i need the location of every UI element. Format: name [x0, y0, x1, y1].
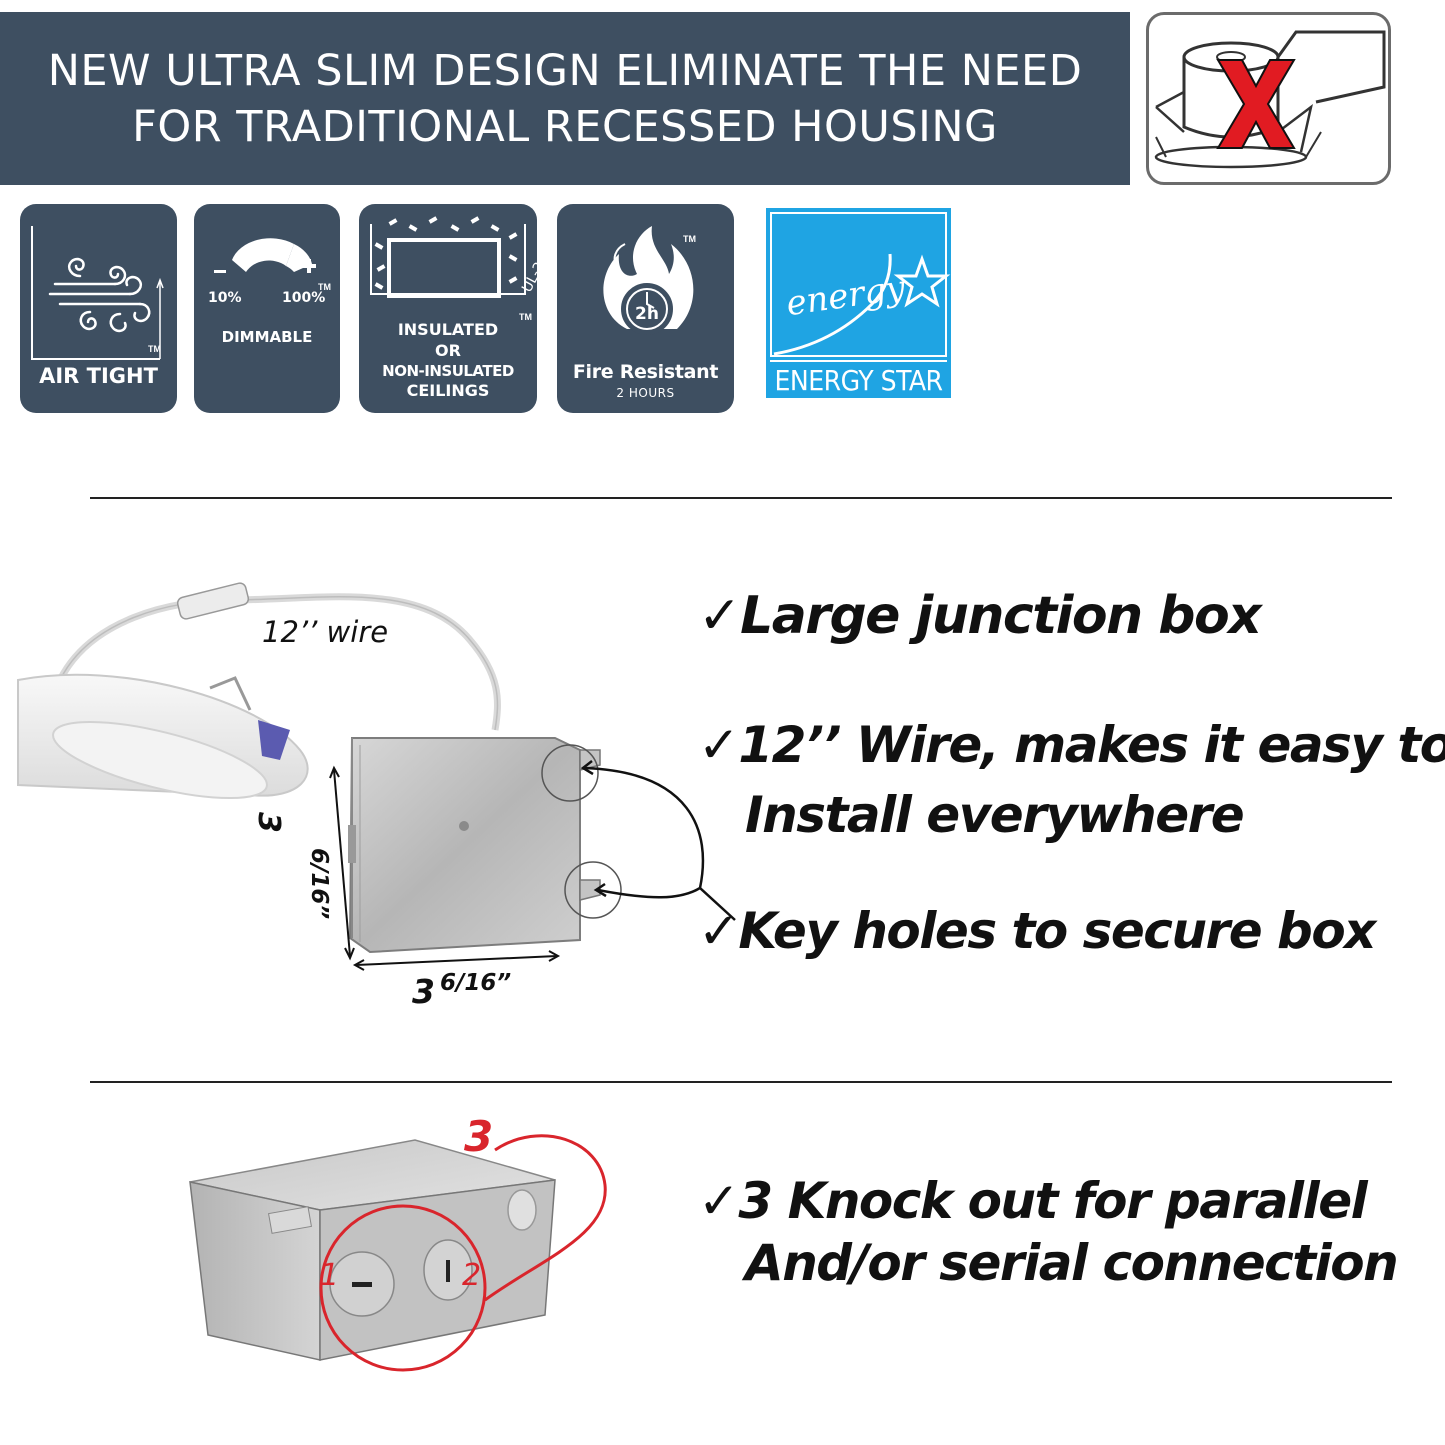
- feature-wire-line-2: Install everywhere: [745, 786, 1245, 844]
- fire-label: Fire Resistant: [572, 361, 719, 383]
- air-tight-label: AIR TIGHT: [39, 364, 158, 388]
- divider-top: [90, 497, 1392, 499]
- trademark: TM: [519, 312, 532, 322]
- height-dim-frac: 6/16”: [306, 848, 332, 920]
- knockout-box-diagram: [189, 1134, 607, 1372]
- feature-knockout-line-1: ✓3 Knock out for parallel: [698, 1172, 1368, 1230]
- header-banner: NEW ULTRA SLIM DESIGN ELIMINATE THE NEED…: [0, 12, 1130, 185]
- insulated-line-2: OR: [435, 341, 461, 360]
- banner-line-2: FOR TRADITIONAL RECESSED HOUSING: [132, 101, 998, 152]
- junction-box-diagram: [17, 582, 736, 971]
- badge-dimmable: 10% 100% TM DIMMABLE: [194, 204, 340, 413]
- insulated-line-1: INSULATED: [397, 320, 499, 339]
- feature-wire-line-1: ✓12’’ Wire, makes it easy to: [698, 716, 1445, 774]
- knockout-number-2: 2: [462, 1258, 482, 1293]
- flame-icon: [603, 226, 694, 335]
- energy-star-logo: energy ENERGY STAR: [766, 208, 951, 398]
- knockout-number-1: 1: [320, 1258, 340, 1293]
- dimmable-label: DIMMABLE: [221, 328, 313, 346]
- badge-insulated: TM INSULATED OR NON-INSULATED CEILINGS: [359, 204, 537, 413]
- width-dim-frac: 6/16”: [440, 970, 512, 996]
- dimmer-arc-icon: [214, 238, 316, 273]
- feature-large-box: ✓Large junction box: [698, 586, 1262, 646]
- fire-hours-short: 2h: [635, 304, 659, 324]
- knockout-number-3: 3: [464, 1112, 494, 1161]
- trademark: TM: [318, 282, 331, 292]
- width-dim-main: 3: [412, 972, 435, 1011]
- no-housing-icon: [1146, 12, 1391, 185]
- height-dim-main: 3: [251, 812, 286, 833]
- wire-length-label: 12’’ wire: [262, 615, 389, 649]
- trademark: TM: [148, 344, 161, 354]
- badge-fire-resistant: UL-263 2h TM Fire Resistant 2 HOURS: [519, 204, 734, 413]
- ceiling-insulation-icon: [370, 216, 526, 298]
- dim-low-label: 10%: [208, 290, 242, 306]
- fire-sub-label: 2 HOURS: [616, 386, 675, 400]
- wind-icon: [31, 226, 164, 360]
- energy-star-label: ENERGY STAR: [774, 364, 943, 397]
- insulated-line-4: CEILINGS: [406, 381, 490, 400]
- badge-air-tight: TM AIR TIGHT: [20, 204, 177, 413]
- insulated-line-3: NON-INSULATED: [382, 362, 514, 380]
- dim-high-label: 100%: [282, 290, 326, 306]
- trademark: TM: [683, 234, 696, 244]
- feature-knockout-line-2: And/or serial connection: [745, 1234, 1399, 1292]
- divider-bottom: [90, 1081, 1392, 1083]
- banner-line-1: NEW ULTRA SLIM DESIGN ELIMINATE THE NEED: [47, 45, 1083, 96]
- feature-key-holes: ✓Key holes to secure box: [698, 902, 1376, 960]
- energy-star-icon: [773, 253, 951, 356]
